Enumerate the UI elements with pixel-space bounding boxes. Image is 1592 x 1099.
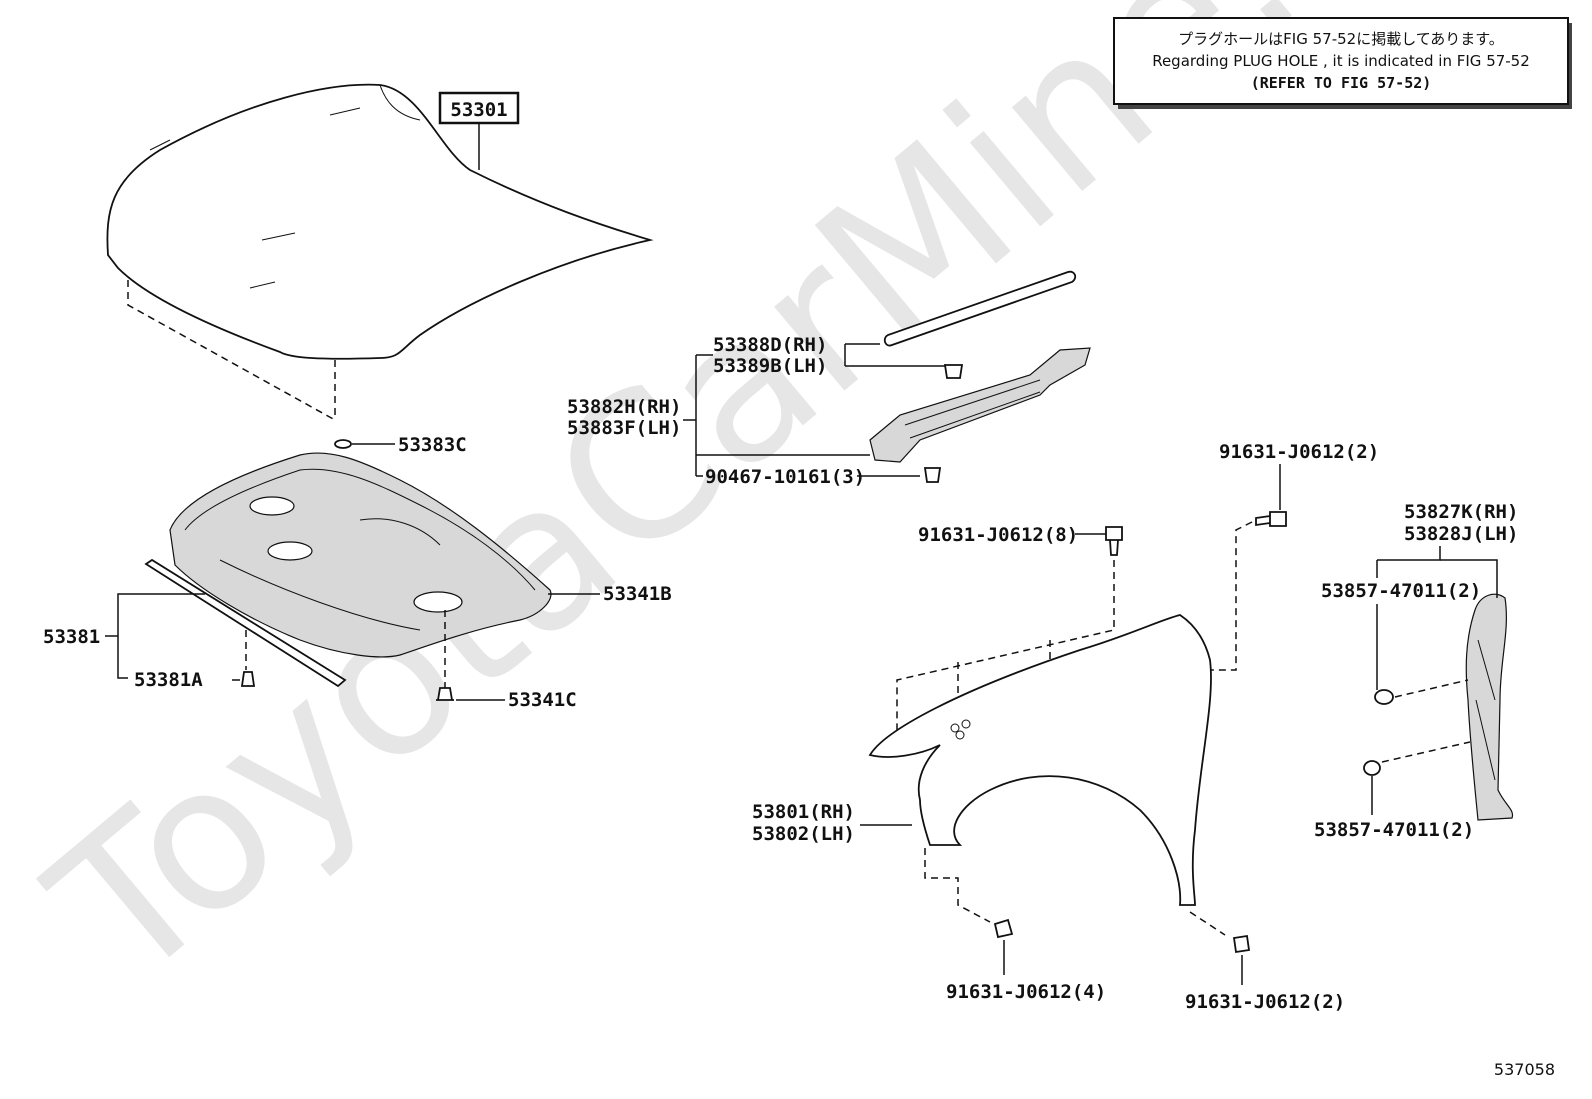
figure-number: 537058 (1494, 1060, 1555, 1079)
label-bracket-lh: 53883F(LH) (567, 417, 681, 439)
label-panel-rh: 53827K(RH) (1404, 501, 1518, 523)
note-box: プラグホールはFIG 57-52に掲載してあります。 Regarding PLU… (1113, 17, 1572, 109)
label-bracket-rh: 53882H(RH) (567, 396, 681, 418)
label-panel-clip-bottom: 53857-47011(2) (1314, 819, 1474, 841)
label-seal: 53381 (43, 626, 100, 648)
label-fender-rh: 53801(RH) (752, 801, 855, 823)
seal-clip-part (240, 671, 256, 687)
label-hood: 53301 (450, 99, 507, 121)
cushion-part (334, 439, 352, 449)
panel-clip-top-part (1374, 689, 1394, 705)
label-fender-lh: 53802(LH) (752, 823, 855, 845)
fender-bracket-part (869, 347, 1091, 463)
label-upper-seal-lh: 53389B(LH) (713, 355, 827, 377)
label-seal-clip: 53381A (134, 669, 203, 691)
label-bolt-8: 91631-J0612(8) (918, 524, 1078, 546)
bolt-4-part (993, 918, 1014, 939)
fender-part (868, 614, 1212, 906)
bolt-2-top-part (1255, 511, 1287, 527)
panel-clip-bottom-part (1363, 760, 1381, 776)
insulator-clip-part (436, 687, 454, 701)
label-insulator-clip: 53341C (508, 689, 577, 711)
label-insulator: 53341B (603, 583, 672, 605)
bracket-clip-part (923, 467, 942, 483)
note-line-2: Regarding PLUG HOLE , it is indicated in… (1152, 52, 1530, 70)
note-line-1: プラグホールはFIG 57-52に掲載してあります。 (1178, 30, 1504, 48)
label-panel-clip-top: 53857-47011(2) (1321, 580, 1481, 602)
upper-seal-clip-part (943, 364, 964, 379)
note-line-3: (REFER TO FIG 57-52) (1251, 74, 1432, 92)
label-bracket-clip: 90467-10161(3) (705, 466, 865, 488)
hood-part (106, 83, 654, 360)
label-bolt-4: 91631-J0612(4) (946, 981, 1106, 1003)
seal-part (144, 558, 347, 688)
label-upper-seal-rh: 53388D(RH) (713, 334, 827, 356)
label-bolt-2-bottom: 91631-J0612(2) (1185, 991, 1345, 1013)
insulator-part (169, 452, 552, 658)
label-bolt-2-top: 91631-J0612(2) (1219, 441, 1379, 463)
label-panel-lh: 53828J(LH) (1404, 523, 1518, 545)
side-panel-part (1465, 593, 1514, 821)
fender-upper-seal-part (883, 270, 1077, 347)
label-cushion: 53383C (398, 434, 467, 456)
bolt-8-part (1105, 526, 1123, 556)
bolt-2-bottom-part (1232, 934, 1251, 954)
